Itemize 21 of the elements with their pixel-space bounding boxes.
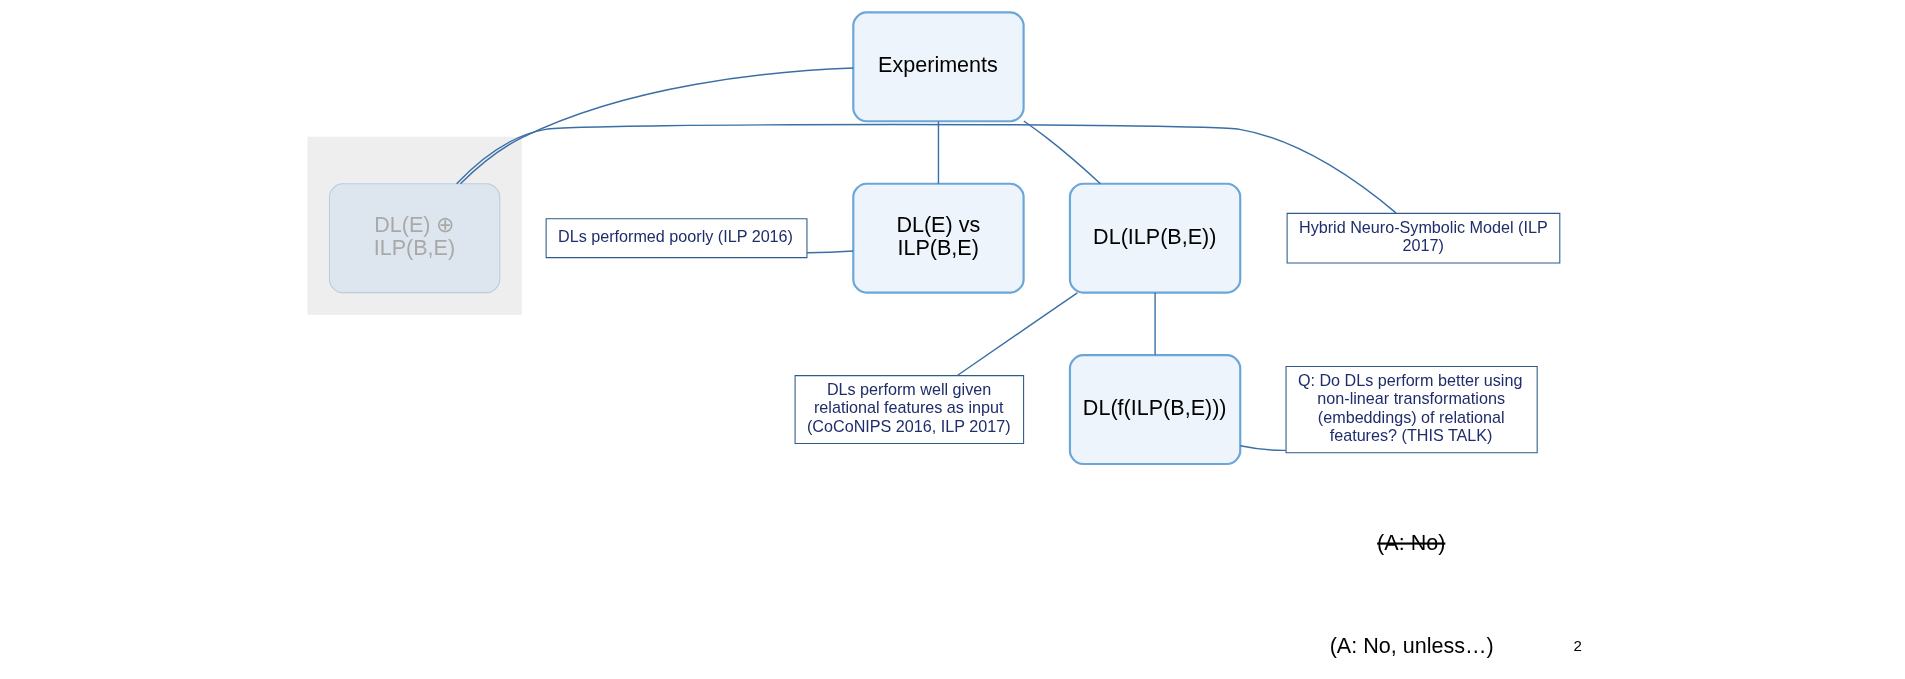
node-box: Q: Do DLs perform better using non-linear transformations (embeddings) of relational features? (THIS TALK) — [1285, 365, 1538, 454]
node-box: DL(E) vs ILP(B,E) — [851, 182, 1025, 294]
node-box: Hybrid Neuro-Symbolic Model (ILP 2017) — [1286, 212, 1560, 264]
label: 2 — [1572, 637, 1582, 655]
connector — [1022, 120, 1101, 185]
node-box: DLs performed poorly (ILP 2016) — [545, 218, 807, 259]
connector — [956, 292, 1078, 377]
connector — [1153, 292, 1156, 356]
label: (A: No) — [1376, 530, 1445, 556]
cluster — [306, 136, 522, 315]
connector — [1239, 445, 1286, 452]
node-box: DLs perform well given relational features as input (CoCoNIPS 2016, ILP 2017) — [794, 375, 1024, 445]
connector — [459, 67, 854, 185]
node-box: DL(ILP(B,E)) — [1068, 182, 1241, 294]
connector — [455, 123, 1397, 214]
node-box: Experiments — [851, 11, 1025, 123]
label: (A: No, unless…) — [1329, 632, 1494, 658]
connector — [937, 120, 939, 185]
connector — [805, 250, 854, 254]
node-box: DL(f(ILP(B,E))) — [1068, 354, 1241, 466]
node-box: DL(E) ⊕ ILP(B,E) — [328, 183, 500, 294]
